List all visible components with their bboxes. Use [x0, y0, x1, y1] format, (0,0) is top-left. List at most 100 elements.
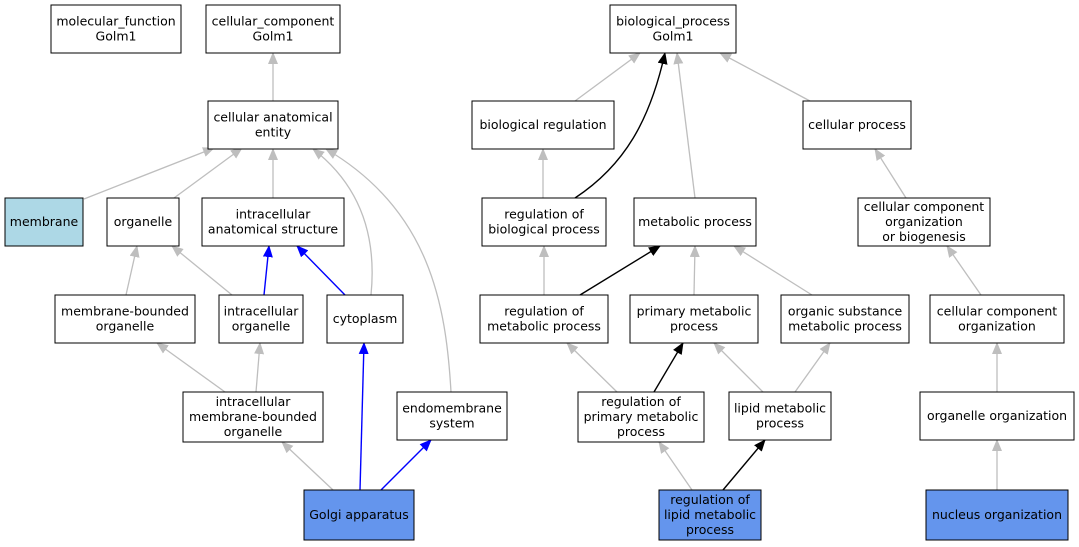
edge-cytoplasm-to-intracellular-anatomical-structure: [296, 245, 346, 296]
node-metabolic-process[interactable]: metabolic process: [633, 197, 757, 247]
edge-metabolic-process-to-biological-process: [673, 52, 696, 199]
node-label: metabolic process: [638, 214, 752, 229]
node-label: cellular component: [937, 304, 1057, 319]
edge-regulation-of-biological-process-to-biological-process: [574, 52, 668, 199]
node-box: [182, 391, 324, 443]
node-label: process: [670, 319, 718, 334]
node-label: cellular_component: [212, 14, 335, 29]
edge-endomembrane-system-to-cellular-anatomical-entity: [325, 148, 452, 393]
node-organelle-organization[interactable]: organelle organization: [919, 391, 1075, 441]
node-box: [479, 294, 609, 344]
node-label: intracellular: [216, 394, 292, 409]
edge-lipid-metabolic-process-to-primary-metabolic-process: [713, 342, 764, 393]
edge-membrane-bounded-organelle-to-organelle: [125, 245, 140, 296]
node-box: [633, 197, 757, 247]
node-box: [929, 294, 1065, 344]
node-box: [4, 197, 84, 247]
node-label: endomembrane: [402, 401, 502, 416]
node-cytoplasm[interactable]: cytoplasm: [326, 294, 404, 344]
node-label: Golm1: [653, 29, 694, 44]
edge-organic-substance-metabolic-process-to-metabolic-process: [733, 245, 813, 296]
node-label: regulation of: [670, 492, 750, 507]
node-box: [728, 391, 832, 441]
node-label: molecular_function: [56, 14, 175, 29]
node-label: lipid metabolic: [664, 507, 756, 522]
node-box: [396, 391, 508, 441]
edge-regulation-of-primary-metabolic-process-to-primary-metabolic-process: [653, 342, 684, 393]
node-label: organization: [958, 319, 1036, 334]
nodes-layer: molecular_functionGolm1cellular_componen…: [4, 4, 1075, 541]
node-nucleus-organization[interactable]: nucleus organization: [925, 489, 1069, 541]
node-box: [629, 294, 759, 344]
node-label: Golm1: [253, 29, 294, 44]
node-label: anatomical structure: [208, 222, 338, 237]
node-box: [303, 489, 415, 541]
node-label: biological_process: [616, 14, 730, 29]
node-cellular-process[interactable]: cellular process: [802, 100, 912, 150]
node-label: regulation of: [601, 394, 681, 409]
node-box: [471, 100, 615, 150]
node-label: cellular component: [864, 199, 984, 214]
edge-cytoplasm-to-cellular-anatomical-entity: [312, 148, 373, 296]
node-biological-regulation[interactable]: biological regulation: [471, 100, 615, 150]
node-label: entity: [255, 125, 292, 140]
node-label: process: [756, 416, 804, 431]
node-box: [780, 294, 910, 344]
node-box: [802, 100, 912, 150]
node-box: [106, 197, 180, 247]
node-box: [326, 294, 404, 344]
node-box: [54, 294, 196, 344]
node-label: process: [686, 522, 734, 537]
node-label: organelle organization: [927, 408, 1067, 423]
node-label: Golm1: [96, 29, 137, 44]
edge-intracellular-organelle-to-intracellular-anatomical-structure: [262, 245, 273, 296]
node-box: [50, 4, 182, 54]
node-box: [609, 4, 737, 54]
node-membrane[interactable]: membrane: [4, 197, 84, 247]
node-golgi-apparatus[interactable]: Golgi apparatus: [303, 489, 415, 541]
node-label: organization: [885, 214, 963, 229]
node-box: [658, 489, 762, 541]
edge-lipid-metabolic-process-to-organic-substance-metabolic-process: [794, 342, 831, 393]
node-label: organelle: [96, 319, 155, 334]
node-box: [577, 391, 705, 443]
node-box: [481, 197, 607, 247]
node-label: lipid metabolic: [734, 401, 826, 416]
node-box: [925, 489, 1069, 541]
edge-intracellular-membrane-bounded-organelle-to-intracellular-organelle: [254, 342, 265, 393]
node-label: membrane-bounded: [189, 409, 317, 424]
node-box: [218, 294, 304, 344]
node-label: organelle: [114, 214, 173, 229]
edge-cellular-component-organization-to-cellular-component-organization-or-biogenesis: [946, 245, 982, 296]
node-box: [919, 391, 1075, 441]
node-organelle[interactable]: organelle: [106, 197, 180, 247]
node-label: membrane: [10, 214, 79, 229]
node-label: cellular process: [808, 117, 906, 132]
edge-regulation-of-lipid-metabolic-process-to-regulation-of-primary-metabolic-process: [658, 441, 693, 491]
node-label: organelle: [224, 424, 283, 439]
node-label: organelle: [232, 319, 291, 334]
node-box: [205, 4, 341, 54]
node-label: membrane-bounded: [61, 304, 189, 319]
edge-golgi-apparatus-to-intracellular-membrane-bounded-organelle: [281, 441, 334, 491]
edge-intracellular-organelle-to-organelle: [171, 245, 233, 296]
node-label: primary metabolic: [584, 409, 699, 424]
